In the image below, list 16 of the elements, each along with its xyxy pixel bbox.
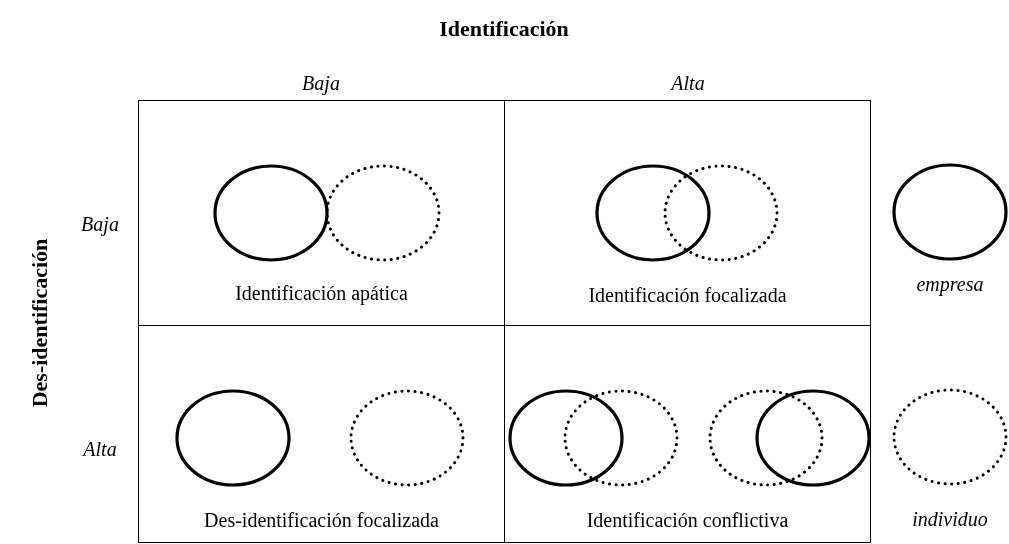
column-header: Alta: [671, 72, 705, 95]
matrix-cell: [138, 100, 505, 326]
cell-label: Des-identificación focalizada: [203, 509, 440, 532]
cell-label: Identificación apática: [234, 282, 409, 305]
matrix-cell: [138, 325, 505, 543]
legend-label: empresa: [916, 273, 984, 296]
matrix-cell: [504, 325, 871, 543]
cell-label: Identificación conflictiva: [585, 509, 790, 532]
axis-title: Identificación: [439, 16, 569, 42]
row-header: Baja: [81, 213, 119, 236]
matrix-cell: [504, 100, 871, 326]
column-header: Baja: [302, 72, 340, 95]
row-header: Alta: [83, 438, 117, 461]
legend-label: individuo: [912, 508, 988, 531]
axis-title: Des-identificación: [27, 238, 53, 408]
cell-label: Identificación focalizada: [587, 284, 788, 307]
